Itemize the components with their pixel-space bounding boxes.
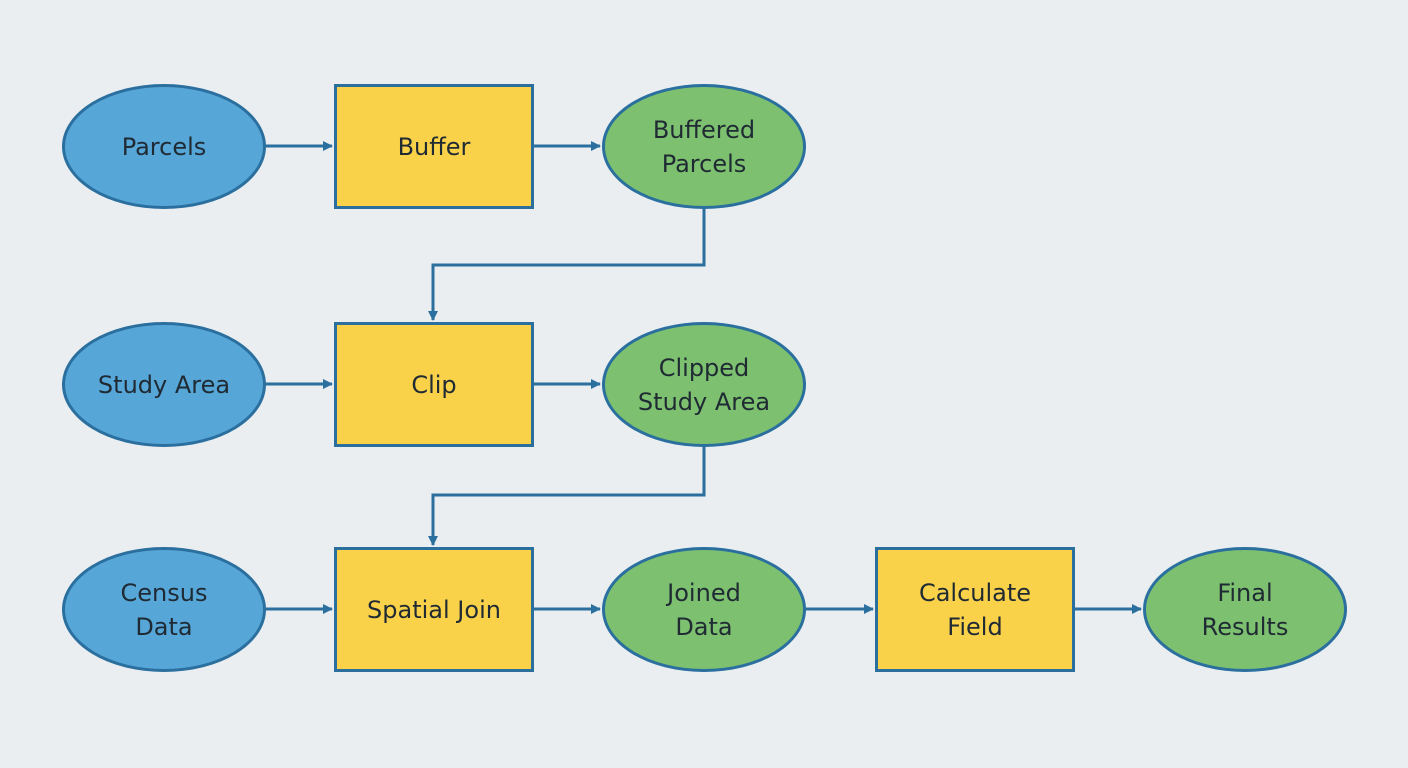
tool-node-clip[interactable]: Clip <box>334 322 534 447</box>
output-node-clipped-study-area[interactable]: Clipped Study Area <box>602 322 806 447</box>
tool-node-calculate-field[interactable]: Calculate Field <box>875 547 1075 672</box>
input-node-parcels[interactable]: Parcels <box>62 84 266 209</box>
tool-node-spatial-join[interactable]: Spatial Join <box>334 547 534 672</box>
node-label: Calculate Field <box>918 578 1032 641</box>
input-node-census-data[interactable]: Census Data <box>62 547 266 672</box>
connector-buffered-parcels-clip <box>428 209 706 321</box>
input-node-study-area[interactable]: Study Area <box>62 322 266 447</box>
node-label: Buffered Parcels <box>652 115 756 178</box>
node-label: Joined Data <box>667 578 741 641</box>
node-label: Study Area <box>97 370 231 399</box>
node-label: Final Results <box>1201 578 1289 641</box>
connector-clipped-study-area-spatial-join <box>428 447 706 546</box>
node-label: Clip <box>411 370 457 399</box>
node-label: Spatial Join <box>367 595 501 624</box>
node-label: Parcels <box>121 132 207 161</box>
output-node-buffered-parcels[interactable]: Buffered Parcels <box>602 84 806 209</box>
output-node-final-results[interactable]: Final Results <box>1143 547 1347 672</box>
node-label: Clipped Study Area <box>637 353 771 416</box>
node-label: Buffer <box>397 132 471 161</box>
node-label: Census Data <box>120 578 208 641</box>
output-node-joined-data[interactable]: Joined Data <box>602 547 806 672</box>
tool-node-buffer[interactable]: Buffer <box>334 84 534 209</box>
